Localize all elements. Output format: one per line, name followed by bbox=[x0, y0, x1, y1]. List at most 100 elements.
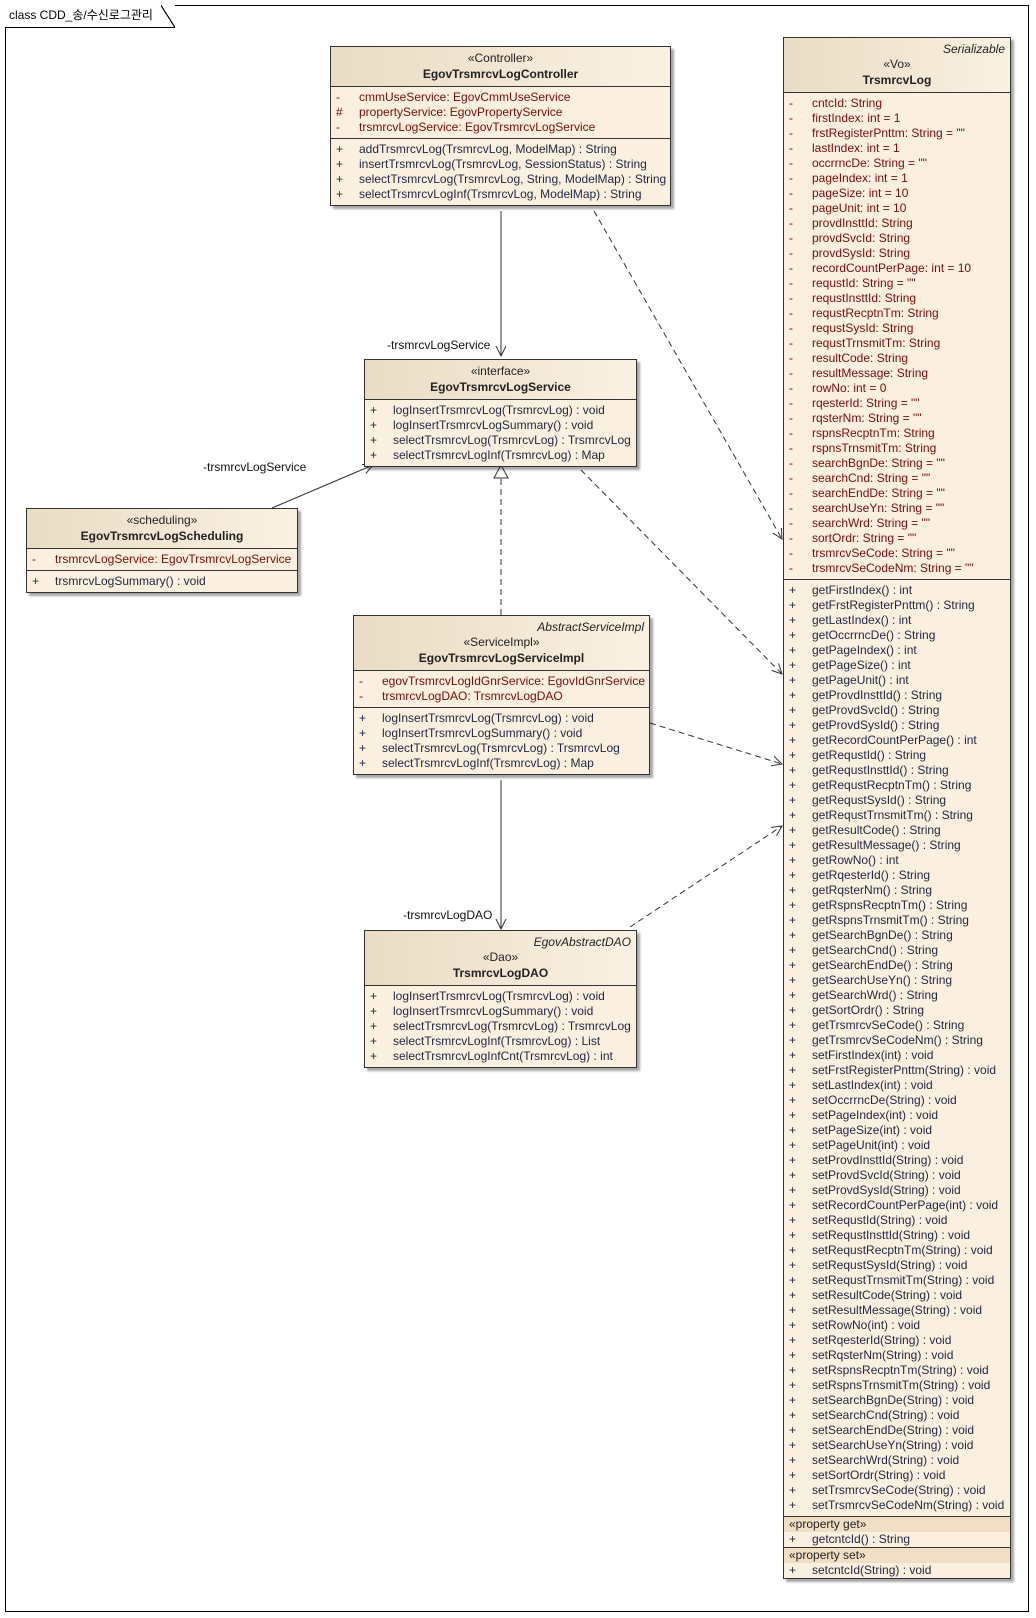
operation-row[interactable]: +setRowNo(int) : void bbox=[784, 1318, 1010, 1333]
operation-row[interactable]: +getPageIndex() : int bbox=[784, 643, 1010, 658]
operation-row[interactable]: +getPageUnit() : int bbox=[784, 673, 1010, 688]
class-egov-trsmrcv-log-controller[interactable]: «Controller»EgovTrsmrcvLogController-cmm… bbox=[330, 46, 671, 206]
operation-row[interactable]: +setSearchEndDe(String) : void bbox=[784, 1423, 1010, 1438]
operation-row[interactable]: +setcntcId(String) : void bbox=[784, 1563, 1010, 1578]
attribute-row[interactable]: #propertyService: EgovPropertyService bbox=[331, 105, 670, 120]
operation-row[interactable]: +getRqsterNm() : String bbox=[784, 883, 1010, 898]
operation-row[interactable]: +getRequstRecptnTm() : String bbox=[784, 778, 1010, 793]
attribute-row[interactable]: -recordCountPerPage: int = 10 bbox=[784, 261, 1010, 276]
operation-row[interactable]: +getFirstIndex() : int bbox=[784, 583, 1010, 598]
operation-row[interactable]: +setRecordCountPerPage(int) : void bbox=[784, 1198, 1010, 1213]
attribute-row[interactable]: -searchBgnDe: String = "" bbox=[784, 456, 1010, 471]
operation-row[interactable]: +setRspnsTrnsmitTm(String) : void bbox=[784, 1378, 1010, 1393]
attribute-row[interactable]: -sortOrdr: String = "" bbox=[784, 531, 1010, 546]
operation-row[interactable]: +setResultCode(String) : void bbox=[784, 1288, 1010, 1303]
operation-row[interactable]: +selectTrsmrcvLogInf(TrsmrcvLog, ModelMa… bbox=[331, 187, 670, 202]
operation-row[interactable]: +setTrsmrcvSeCodeNm(String) : void bbox=[784, 1498, 1010, 1513]
operation-row[interactable]: +getRqesterId() : String bbox=[784, 868, 1010, 883]
attribute-row[interactable]: -resultMessage: String bbox=[784, 366, 1010, 381]
operation-row[interactable]: +selectTrsmrcvLog(TrsmrcvLog) : TrsmrcvL… bbox=[365, 433, 636, 448]
operation-row[interactable]: +getSearchWrd() : String bbox=[784, 988, 1010, 1003]
operation-row[interactable]: +getLastIndex() : int bbox=[784, 613, 1010, 628]
attribute-row[interactable]: -egovTrsmrcvLogIdGnrService: EgovIdGnrSe… bbox=[354, 674, 649, 689]
operation-row[interactable]: +getTrsmrcvSeCodeNm() : String bbox=[784, 1033, 1010, 1048]
operation-row[interactable]: +getRecordCountPerPage() : int bbox=[784, 733, 1010, 748]
operation-row[interactable]: +setRequstId(String) : void bbox=[784, 1213, 1010, 1228]
operation-row[interactable]: +setFirstIndex(int) : void bbox=[784, 1048, 1010, 1063]
operation-row[interactable]: +setFrstRegisterPnttm(String) : void bbox=[784, 1063, 1010, 1078]
attribute-row[interactable]: -occrrncDe: String = "" bbox=[784, 156, 1010, 171]
operation-row[interactable]: +logInsertTrsmrcvLogSummary() : void bbox=[365, 1004, 636, 1019]
operation-row[interactable]: +getcntcId() : String bbox=[784, 1532, 1010, 1547]
attribute-row[interactable]: -searchUseYn: String = "" bbox=[784, 501, 1010, 516]
operation-row[interactable]: +setProvdInsttId(String) : void bbox=[784, 1153, 1010, 1168]
operation-row[interactable]: +getPageSize() : int bbox=[784, 658, 1010, 673]
operation-row[interactable]: +setProvdSysId(String) : void bbox=[784, 1183, 1010, 1198]
attribute-row[interactable]: -pageIndex: int = 1 bbox=[784, 171, 1010, 186]
operation-row[interactable]: +setRequstInsttId(String) : void bbox=[784, 1228, 1010, 1243]
attribute-row[interactable]: -frstRegisterPnttm: String = "" bbox=[784, 126, 1010, 141]
attribute-row[interactable]: -trsmrcvSeCode: String = "" bbox=[784, 546, 1010, 561]
operation-row[interactable]: +insertTrsmrcvLog(TrsmrcvLog, SessionSta… bbox=[331, 157, 670, 172]
attribute-row[interactable]: -cntcId: String bbox=[784, 96, 1010, 111]
interface-egov-trsmrcv-log-service[interactable]: «interface»EgovTrsmrcvLogService+logInse… bbox=[364, 359, 637, 467]
operation-row[interactable]: +selectTrsmrcvLog(TrsmrcvLog) : TrsmrcvL… bbox=[365, 1019, 636, 1034]
operation-row[interactable]: +setRequstRecptnTm(String) : void bbox=[784, 1243, 1010, 1258]
operation-row[interactable]: +setSearchUseYn(String) : void bbox=[784, 1438, 1010, 1453]
attribute-row[interactable]: -firstIndex: int = 1 bbox=[784, 111, 1010, 126]
operation-row[interactable]: +getSearchBgnDe() : String bbox=[784, 928, 1010, 943]
operation-row[interactable]: +selectTrsmrcvLog(TrsmrcvLog, String, Mo… bbox=[331, 172, 670, 187]
class-egov-trsmrcv-log-service-impl[interactable]: AbstractServiceImpl«ServiceImpl»EgovTrsm… bbox=[353, 615, 650, 775]
attribute-row[interactable]: -cmmUseService: EgovCmmUseService bbox=[331, 90, 670, 105]
attribute-row[interactable]: -trsmrcvLogDAO: TrsmrcvLogDAO bbox=[354, 689, 649, 704]
operation-row[interactable]: +getRequstInsttId() : String bbox=[784, 763, 1010, 778]
operation-row[interactable]: +setPageIndex(int) : void bbox=[784, 1108, 1010, 1123]
operation-row[interactable]: +getRspnsTrnsmitTm() : String bbox=[784, 913, 1010, 928]
operation-row[interactable]: +setTrsmrcvSeCode(String) : void bbox=[784, 1483, 1010, 1498]
operation-row[interactable]: +getFrstRegisterPnttm() : String bbox=[784, 598, 1010, 613]
attribute-row[interactable]: -lastIndex: int = 1 bbox=[784, 141, 1010, 156]
attribute-row[interactable]: -rspnsTrnsmitTm: String bbox=[784, 441, 1010, 456]
attribute-row[interactable]: -pageSize: int = 10 bbox=[784, 186, 1010, 201]
operation-row[interactable]: +logInsertTrsmrcvLogSummary() : void bbox=[354, 726, 649, 741]
operation-row[interactable]: +getRequstSysId() : String bbox=[784, 793, 1010, 808]
operation-row[interactable]: +logInsertTrsmrcvLog(TrsmrcvLog) : void bbox=[365, 989, 636, 1004]
attribute-row[interactable]: -trsmrcvLogService: EgovTrsmrcvLogServic… bbox=[331, 120, 670, 135]
class-trsmrcv-log-vo[interactable]: Serializable«Vo»TrsmrcvLog-cntcId: Strin… bbox=[783, 37, 1011, 1579]
attribute-row[interactable]: -trsmrcvLogService: EgovTrsmrcvLogServic… bbox=[27, 552, 297, 567]
attribute-row[interactable]: -provdSvcId: String bbox=[784, 231, 1010, 246]
operation-row[interactable]: +setRqesterId(String) : void bbox=[784, 1333, 1010, 1348]
operation-row[interactable]: +getResultCode() : String bbox=[784, 823, 1010, 838]
operation-row[interactable]: +setSortOrdr(String) : void bbox=[784, 1468, 1010, 1483]
operation-row[interactable]: +getProvdSysId() : String bbox=[784, 718, 1010, 733]
operation-row[interactable]: +getProvdSvcId() : String bbox=[784, 703, 1010, 718]
operation-row[interactable]: +getRequstTrnsmitTm() : String bbox=[784, 808, 1010, 823]
attribute-row[interactable]: -trsmrcvSeCodeNm: String = "" bbox=[784, 561, 1010, 576]
operation-row[interactable]: +logInsertTrsmrcvLogSummary() : void bbox=[365, 418, 636, 433]
operation-row[interactable]: +addTrsmrcvLog(TrsmrcvLog, ModelMap) : S… bbox=[331, 142, 670, 157]
attribute-row[interactable]: -searchEndDe: String = "" bbox=[784, 486, 1010, 501]
operation-row[interactable]: +getOccrrncDe() : String bbox=[784, 628, 1010, 643]
operation-row[interactable]: +setOccrrncDe(String) : void bbox=[784, 1093, 1010, 1108]
attribute-row[interactable]: -rowNo: int = 0 bbox=[784, 381, 1010, 396]
operation-row[interactable]: +getSearchCnd() : String bbox=[784, 943, 1010, 958]
attribute-row[interactable]: -resultCode: String bbox=[784, 351, 1010, 366]
operation-row[interactable]: +getSearchUseYn() : String bbox=[784, 973, 1010, 988]
attribute-row[interactable]: -requstId: String = "" bbox=[784, 276, 1010, 291]
operation-row[interactable]: +setSearchBgnDe(String) : void bbox=[784, 1393, 1010, 1408]
operation-row[interactable]: +selectTrsmrcvLogInf(TrsmrcvLog) : List bbox=[365, 1034, 636, 1049]
operation-row[interactable]: +logInsertTrsmrcvLog(TrsmrcvLog) : void bbox=[354, 711, 649, 726]
class-trsmrcv-log-dao[interactable]: EgovAbstractDAO«Dao»TrsmrcvLogDAO+logIns… bbox=[364, 930, 637, 1068]
operation-row[interactable]: +getTrsmrcvSeCode() : String bbox=[784, 1018, 1010, 1033]
operation-row[interactable]: +setResultMessage(String) : void bbox=[784, 1303, 1010, 1318]
attribute-row[interactable]: -requstInsttId: String bbox=[784, 291, 1010, 306]
operation-row[interactable]: +setRspnsRecptnTm(String) : void bbox=[784, 1363, 1010, 1378]
operation-row[interactable]: +getRowNo() : int bbox=[784, 853, 1010, 868]
operation-row[interactable]: +getRspnsRecptnTm() : String bbox=[784, 898, 1010, 913]
operation-row[interactable]: +logInsertTrsmrcvLog(TrsmrcvLog) : void bbox=[365, 403, 636, 418]
operation-row[interactable]: +setSearchWrd(String) : void bbox=[784, 1453, 1010, 1468]
attribute-row[interactable]: -searchWrd: String = "" bbox=[784, 516, 1010, 531]
operation-row[interactable]: +selectTrsmrcvLogInf(TrsmrcvLog) : Map bbox=[365, 448, 636, 463]
operation-row[interactable]: +setSearchCnd(String) : void bbox=[784, 1408, 1010, 1423]
attribute-row[interactable]: -rqsterNm: String = "" bbox=[784, 411, 1010, 426]
